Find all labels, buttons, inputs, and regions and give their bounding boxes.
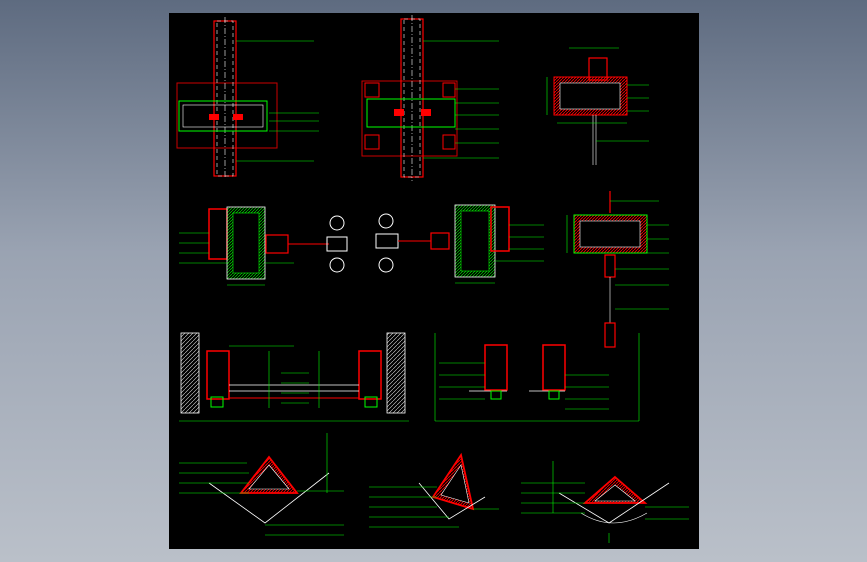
- detail-jamb-section-h: [434, 333, 640, 422]
- cad-drawing-canvas[interactable]: [169, 13, 699, 549]
- detail-angle-section-i: [179, 433, 344, 536]
- detail-corner-section-e: [375, 204, 544, 284]
- detail-angle-section-j: [369, 452, 499, 528]
- detail-transom-section-c: [546, 47, 649, 165]
- detail-angle-section-k: [521, 461, 689, 543]
- detail-mullion-section-a: [176, 17, 319, 179]
- detail-mullion-section-b: [361, 15, 499, 181]
- detail-transom-section-f: [566, 191, 669, 348]
- detail-corner-section-d: [179, 206, 348, 286]
- cad-drawing-sheet: [176, 15, 689, 543]
- detail-jamb-section-g: [179, 332, 409, 422]
